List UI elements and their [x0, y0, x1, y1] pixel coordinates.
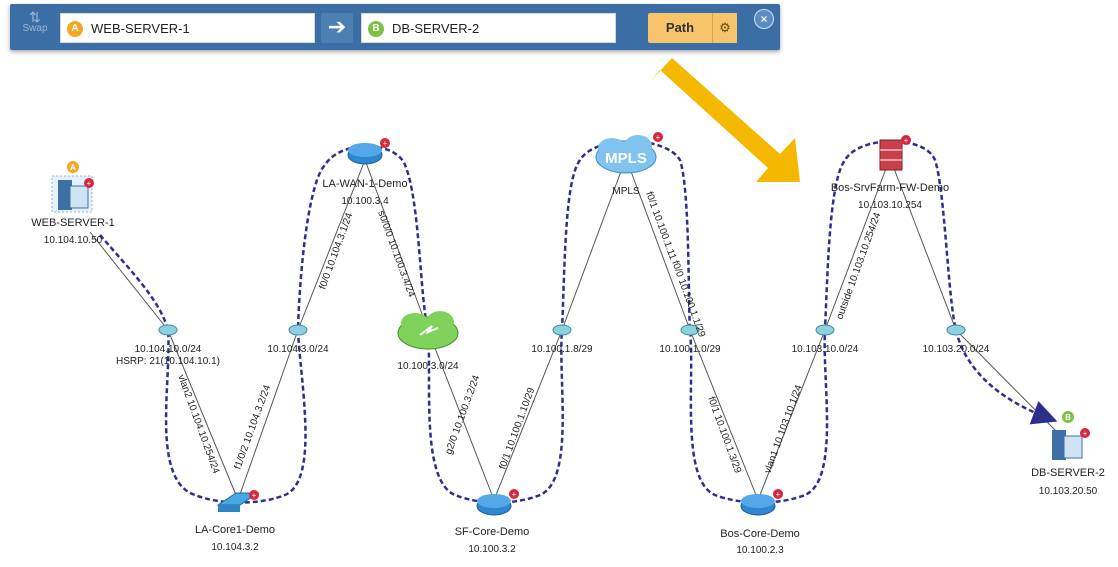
svg-text:+: +	[512, 490, 517, 499]
svg-text:+: +	[776, 490, 781, 499]
sf-core-ip: 10.100.3.2	[468, 544, 516, 555]
bos-core-ip: 10.100.2.3	[736, 545, 784, 556]
mpls-cloud-label: MPLS	[605, 150, 647, 167]
subnet-label: 10.103.20.0/24	[923, 344, 990, 355]
subnet-label: 10.100.1.0/29	[659, 344, 721, 355]
wan-cloud-ip: 10.100.3.0/24	[397, 361, 459, 372]
svg-text:+: +	[252, 491, 257, 500]
interface-label: vlan1 10.103.10.1/24	[762, 383, 804, 475]
path-toolbar: ⇅ Swap A WEB-SERVER-1 ➔ B DB-SERVER-2 Pa…	[10, 4, 780, 50]
source-value: WEB-SERVER-1	[91, 21, 190, 36]
path-settings-gear-icon[interactable]: ⚙	[712, 13, 737, 43]
interface-label: f0/1 10.100.1.10/29	[497, 386, 537, 471]
subnet-label: 10.100.1.8/29	[531, 344, 593, 355]
bos-firewall-node[interactable]: + Bos-SrvFarm-FW-Demo 10.103.10.254	[831, 135, 949, 211]
interface-label: f0/1 10.100.1.3/29	[705, 395, 743, 475]
swap-icon: ⇅	[29, 9, 41, 25]
bos-core-name: Bos-Core-Demo	[720, 528, 799, 540]
svg-text:+: +	[1083, 429, 1088, 438]
svg-text:+: +	[656, 133, 661, 142]
svg-text:+: +	[904, 136, 909, 145]
db-server-ip: 10.103.20.50	[1039, 486, 1098, 497]
interface-label: s0/0/0 10.100.3.4/24	[375, 209, 417, 299]
close-icon[interactable]: ×	[754, 9, 774, 29]
subnet-nodes	[158, 324, 966, 336]
path-button[interactable]: Path	[648, 13, 712, 43]
subnet-hub-icon[interactable]	[946, 324, 966, 336]
interface-label: vlan2 10.104.10.254/24	[175, 373, 221, 475]
subnet-hub-icon[interactable]	[288, 324, 308, 336]
wan-cloud-node[interactable]: 10.100.3.0/24	[397, 311, 459, 372]
highlight-arrow-icon	[650, 58, 800, 182]
la-core-name: LA-Core1-Demo	[195, 524, 275, 536]
subnet-hub-icon[interactable]	[815, 324, 835, 336]
web-server-node[interactable]: A + WEB-SERVER-1 10.104.10.50	[31, 161, 115, 246]
subnet-label: 10.104.10.0/24	[135, 344, 202, 355]
web-server-ip: 10.104.10.50	[44, 235, 103, 246]
svg-text:+: +	[383, 139, 388, 148]
destination-input[interactable]: B DB-SERVER-2	[361, 13, 616, 43]
physical-links	[89, 157, 1061, 501]
path-trace	[99, 140, 1058, 504]
destination-value: DB-SERVER-2	[392, 21, 480, 36]
bos-core-router-node[interactable]: + Bos-Core-Demo 10.100.2.3	[720, 489, 800, 556]
bos-fw-ip: 10.103.10.254	[858, 200, 922, 211]
swap-label: Swap	[22, 23, 48, 34]
subnet-hub-icon[interactable]	[552, 324, 572, 336]
mpls-cloud-node[interactable]: MPLS + MPLS	[595, 132, 663, 197]
db-server-badge: B	[1065, 413, 1071, 422]
direction-arrow-icon: ➔	[321, 13, 353, 43]
sf-core-router-node[interactable]: + SF-Core-Demo 10.100.3.2	[455, 489, 530, 555]
la-wan-ip: 10.100.3.4	[341, 196, 389, 207]
db-server-name: DB-SERVER-2	[1031, 467, 1105, 479]
interface-label: outside 10.103.10.254/24	[834, 211, 883, 321]
svg-text:+: +	[87, 179, 92, 188]
source-input[interactable]: A WEB-SERVER-1	[60, 13, 315, 43]
subnet-hub-icon[interactable]	[680, 324, 700, 336]
firewall-icon	[879, 139, 903, 171]
mpls-name: MPLS	[612, 186, 640, 197]
bos-fw-name: Bos-SrvFarm-FW-Demo	[831, 182, 949, 194]
subnet-label: 10.104.3.0/24	[267, 344, 329, 355]
db-server-node[interactable]: B + DB-SERVER-2 10.103.20.50	[1031, 411, 1105, 497]
web-server-name: WEB-SERVER-1	[31, 217, 115, 229]
la-core-switch-node[interactable]: + LA-Core1-Demo 10.104.3.2	[195, 490, 275, 553]
la-wan-router-node[interactable]: + LA-WAN-1-Demo 10.100.3.4	[322, 138, 408, 207]
subnet-hub-icon[interactable]	[158, 324, 178, 336]
web-server-badge: A	[70, 163, 76, 172]
la-wan-name: LA-WAN-1-Demo	[322, 178, 407, 190]
server-icon	[58, 180, 72, 210]
destination-badge: B	[368, 21, 384, 37]
swap-button[interactable]: ⇅ Swap	[18, 9, 52, 44]
sf-core-name: SF-Core-Demo	[455, 526, 530, 538]
interface-label: f0/0 10.104.3.1/24	[317, 211, 355, 291]
la-core-ip: 10.104.3.2	[211, 542, 259, 553]
hsrp-label: HSRP: 21(10.104.10.1)	[116, 356, 220, 367]
subnet-label: 10.103.10.0/24	[792, 344, 859, 355]
source-badge: A	[67, 21, 83, 37]
server-icon	[1052, 430, 1066, 460]
